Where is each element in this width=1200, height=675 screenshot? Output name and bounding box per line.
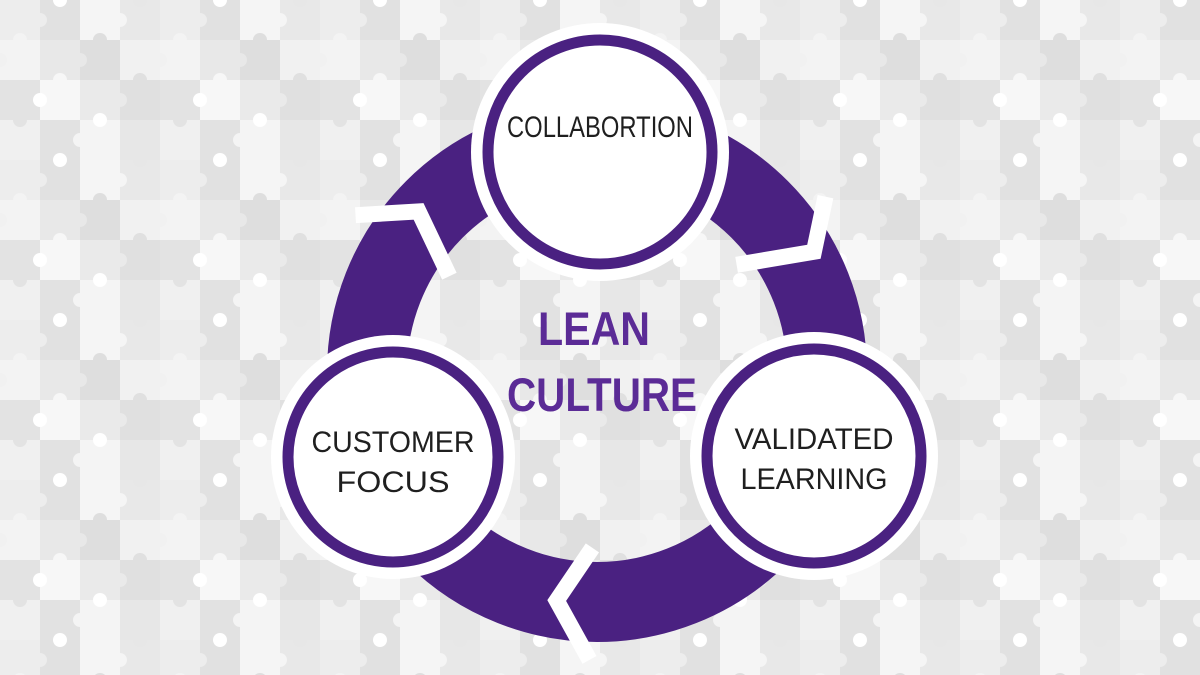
node-validated-learning: VALIDATED LEARNING xyxy=(690,332,938,580)
node-validated-learning-label-line1: VALIDATED xyxy=(735,423,894,456)
node-collaboration-circle xyxy=(482,34,718,270)
node-customer-focus-label-line1: CUSTOMER xyxy=(312,426,475,459)
node-collaboration-label: COLLABORTION xyxy=(507,111,693,144)
node-customer-focus-circle xyxy=(282,346,504,568)
arrowhead-cut-upper-left xyxy=(355,203,457,280)
arrowhead-cut-right xyxy=(735,195,834,273)
center-title: LEAN CULTURE xyxy=(507,302,697,421)
node-collaboration: COLLABORTION xyxy=(471,23,729,281)
title-line-lean: LEAN xyxy=(538,302,650,355)
arrowhead-cut-bottom xyxy=(547,543,600,664)
node-validated-learning-label-line2: LEARNING xyxy=(741,463,888,496)
node-customer-focus: CUSTOMER FOCUS xyxy=(271,335,515,579)
node-customer-focus-label-line2: FOCUS xyxy=(337,466,450,499)
node-validated-learning-circle xyxy=(701,343,927,569)
title-line-culture: CULTURE xyxy=(507,368,697,421)
